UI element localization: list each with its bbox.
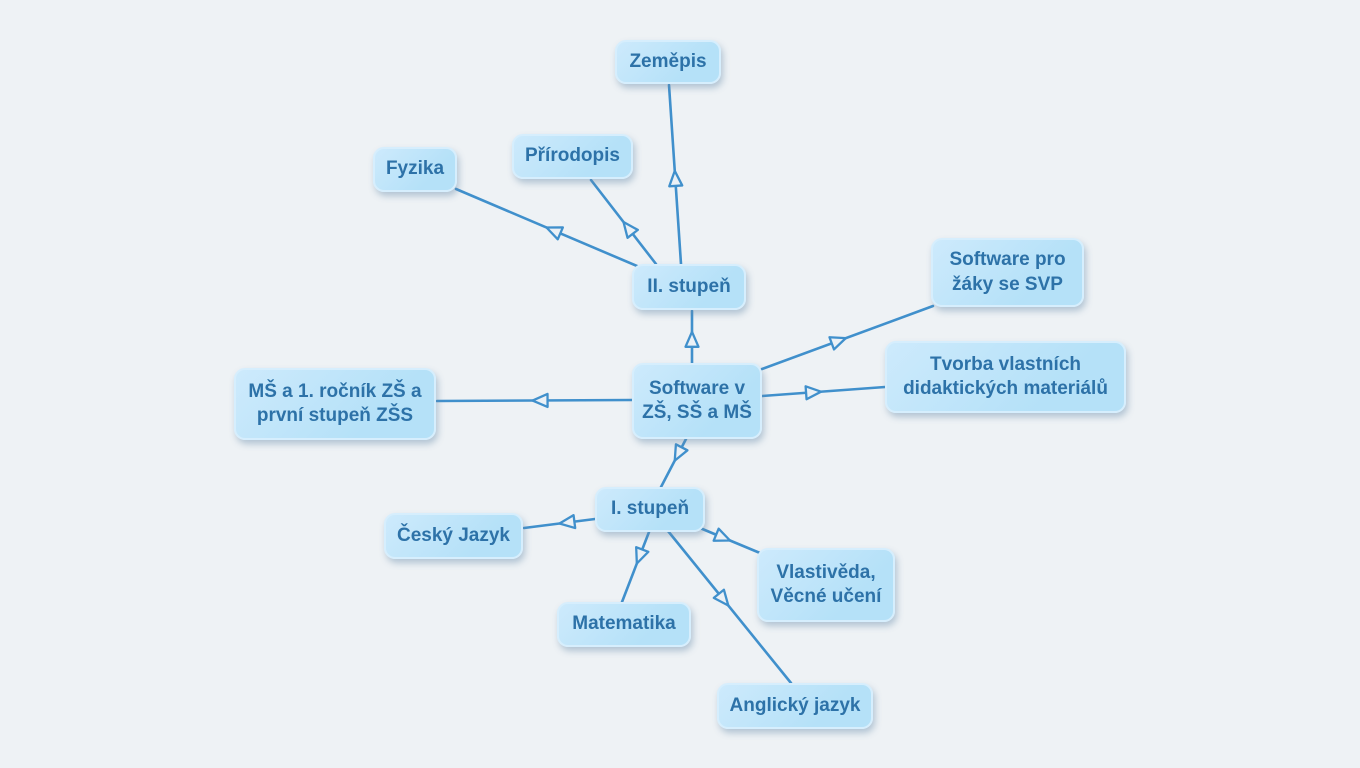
edge-software-v-zs-ss-a-ms-to-ms-a-1-rocnik-zs bbox=[435, 392, 634, 409]
node-label: Přírodopis bbox=[524, 145, 620, 167]
node-label: Český Jazyk bbox=[396, 524, 511, 546]
node-label: Software pro žáky se SVP bbox=[949, 249, 1066, 295]
edge-line bbox=[666, 529, 793, 685]
node-software-v-zs-ss-a-ms[interactable]: Software v ZŠ, SŠ a MŠ bbox=[632, 363, 762, 439]
edge-line bbox=[760, 304, 935, 371]
node-anglicky-jazyk[interactable]: Anglický jazyk bbox=[717, 683, 873, 729]
edge-ii-stupen-to-zemepis bbox=[667, 83, 684, 266]
node-label: Zeměpis bbox=[629, 50, 707, 72]
node-ii-stupen[interactable]: II. stupeň bbox=[632, 264, 746, 310]
edge-software-v-zs-ss-a-ms-to-ii-stupen bbox=[684, 309, 700, 365]
node-fyzika[interactable]: Fyzika bbox=[373, 147, 457, 192]
node-label: I. stupeň bbox=[610, 498, 690, 520]
node-label: II. stupeň bbox=[647, 275, 731, 297]
edge-i-stupen-to-matematika bbox=[620, 530, 651, 604]
arrowhead-icon bbox=[684, 330, 700, 348]
arrowhead-icon bbox=[828, 336, 847, 351]
node-label: MŠ a 1. ročník ZŠ a první stupeň ZŠS bbox=[248, 380, 422, 426]
node-zemepis[interactable]: Zeměpis bbox=[615, 40, 721, 84]
node-label: Fyzika bbox=[385, 158, 445, 180]
arrowhead-icon bbox=[531, 392, 549, 409]
arrowhead-icon bbox=[712, 588, 730, 607]
edge-i-stupen-to-vlastiveda-vecne-uceni bbox=[698, 526, 762, 555]
edge-ii-stupen-to-fyzika bbox=[454, 187, 639, 268]
node-vlastiveda-vecne-uceni[interactable]: Vlastivěda, Věcné učení bbox=[757, 548, 895, 622]
arrowhead-icon bbox=[558, 514, 577, 530]
edge-software-v-zs-ss-a-ms-to-tvorba-vlastnich-didaktickych-materialu bbox=[760, 385, 887, 401]
arrowhead-icon bbox=[668, 169, 684, 188]
edge-ii-stupen-to-prirodopis bbox=[589, 178, 658, 266]
arrowhead-icon bbox=[804, 385, 823, 401]
edge-software-v-zs-ss-a-ms-to-i-stupen bbox=[659, 437, 689, 489]
arrowhead-icon bbox=[673, 443, 689, 462]
edge-line bbox=[620, 530, 651, 604]
node-label: Software v ZŠ, SŠ a MŠ bbox=[642, 377, 752, 423]
node-matematika[interactable]: Matematika bbox=[557, 602, 691, 647]
node-software-pro-zaky-se-svp[interactable]: Software pro žáky se SVP bbox=[931, 238, 1084, 307]
node-label: Vlastivěda, Věcné učení bbox=[770, 561, 882, 607]
node-prirodopis[interactable]: Přírodopis bbox=[512, 134, 633, 179]
arrowhead-icon bbox=[635, 546, 650, 565]
edge-line bbox=[760, 385, 887, 398]
edge-software-v-zs-ss-a-ms-to-software-pro-zaky-se-svp bbox=[760, 304, 935, 371]
node-cesky-jazyk[interactable]: Český Jazyk bbox=[384, 513, 523, 559]
node-i-stupen[interactable]: I. stupeň bbox=[595, 487, 705, 532]
edge-i-stupen-to-anglicky-jazyk bbox=[666, 529, 793, 685]
node-tvorba-vlastnich-didaktickych-materialu[interactable]: Tvorba vlastních didaktických materiálů bbox=[885, 341, 1126, 413]
arrowhead-icon bbox=[545, 226, 564, 241]
arrowhead-icon bbox=[622, 220, 639, 239]
arrowhead-icon bbox=[712, 527, 732, 542]
node-label: Anglický jazyk bbox=[729, 694, 861, 716]
edge-i-stupen-to-cesky-jazyk bbox=[522, 514, 597, 530]
node-ms-a-1-rocnik-zs[interactable]: MŠ a 1. ročník ZŠ a první stupeň ZŠS bbox=[234, 368, 436, 440]
node-label: Matematika bbox=[572, 613, 676, 635]
node-label: Tvorba vlastních didaktických materiálů bbox=[903, 353, 1108, 399]
